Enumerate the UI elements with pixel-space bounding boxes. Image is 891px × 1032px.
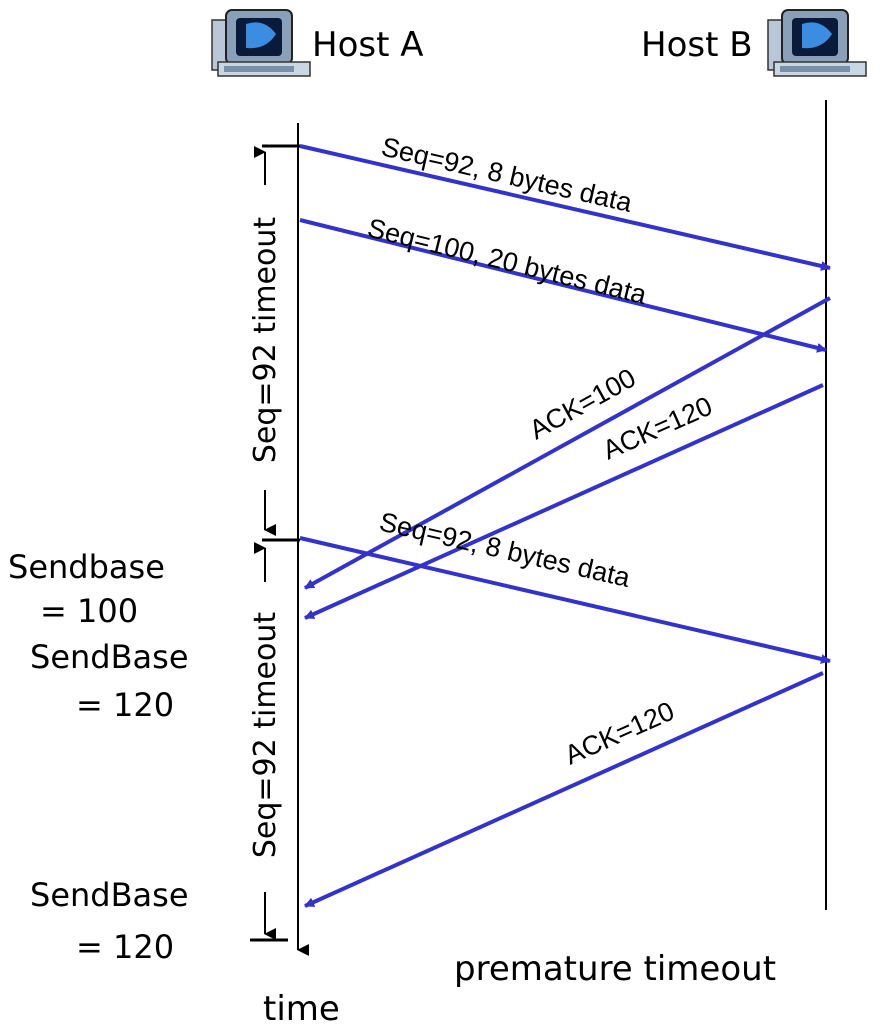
host-a-label: Host A [312,25,423,65]
time-axis-label: time [263,989,340,1029]
arrow-ack120-first [304,383,824,620]
arrow-ack120-second [304,671,824,908]
caption: premature timeout [454,949,776,989]
computer-icon [211,9,311,77]
sendbase-value: = 100 [40,592,138,630]
label-seq100: Seq=100, 20 bytes data [365,213,651,311]
host-b-label: Host B [641,25,753,65]
arrow-seq92-retx [299,536,831,664]
label-seq92-retx: Seq=92, 8 bytes data [377,507,634,594]
arrow-seq100 [299,218,827,353]
computer-icon [767,9,867,77]
sendbase-value: = 120 [76,686,174,724]
timer-label-first: Seq=92 timeout [248,217,283,464]
sendbase-label: SendBase [30,638,189,676]
label-ack120-second: ACK=120 [560,696,678,771]
arrow-ack100 [304,296,831,590]
sendbase-label: SendBase [30,876,189,914]
arrow-seq92-first [299,144,831,271]
sendbase-value: = 120 [76,928,174,966]
sendbase-label: Sendbase [8,548,165,586]
timer-label-second: Seq=92 timeout [248,612,283,859]
